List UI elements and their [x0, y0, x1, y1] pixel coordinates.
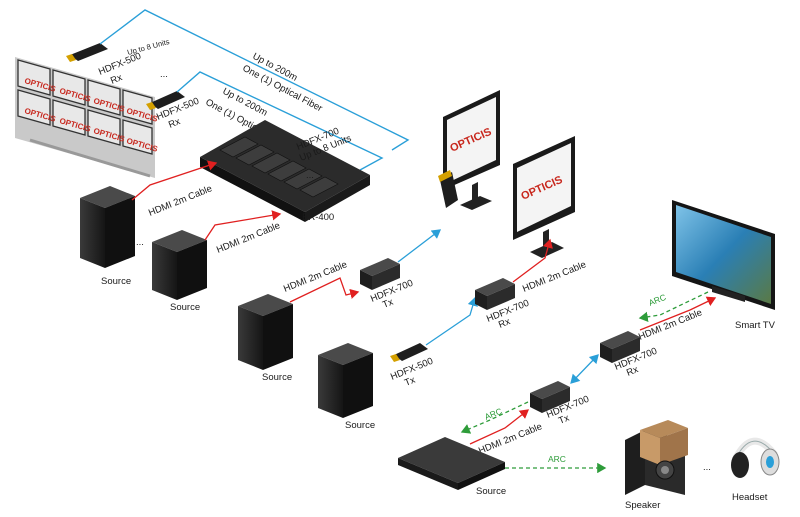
source-tower-c	[238, 294, 293, 370]
br400-label: BR-400	[302, 212, 334, 223]
fiber-line-c	[397, 229, 442, 263]
source-b-label: Source	[170, 302, 200, 313]
arc-line-1	[638, 291, 709, 322]
dots-top: ...	[160, 69, 168, 80]
rx700-c-label-2: Rx	[497, 316, 512, 331]
source-d-label: Source	[345, 420, 375, 431]
optical-fiber-lines	[99, 9, 410, 171]
hdmi-d-label: HDMI 2m Cable	[521, 259, 588, 295]
hdmi-line-e	[639, 296, 717, 331]
dots-sources: ...	[136, 237, 144, 248]
speaker-label: Speaker	[625, 500, 660, 511]
arc-line-2	[460, 401, 529, 434]
hdmi-f-label: HDMI 2m Cable	[477, 421, 544, 457]
tx700-e-label-2: Tx	[557, 413, 571, 427]
source-tower-b	[152, 230, 207, 300]
hdfx500-rx-dongle-mid	[146, 91, 185, 110]
hdmi-line-a	[131, 160, 218, 201]
monitor-2: OPTICIS	[513, 136, 575, 258]
dots-rack: ...	[306, 170, 314, 181]
speaker	[625, 420, 688, 495]
rx500-top-label-2: Rx	[109, 72, 124, 87]
tx700-c-label-2: Tx	[381, 297, 395, 311]
source-tower-a	[80, 186, 135, 268]
fiber-line-d	[425, 296, 478, 346]
hdmi-e-label: HDMI 2m Cable	[637, 307, 704, 343]
tx500-d-label-2: Tx	[403, 375, 417, 389]
hdfx700-rx-d	[475, 278, 515, 310]
rx700-e-label-2: Rx	[625, 364, 640, 379]
smart-tv	[672, 200, 775, 310]
hdfx500-dongle-monitor	[438, 170, 458, 208]
source-e-label: Source	[476, 486, 506, 497]
source-a-label: Source	[101, 276, 131, 287]
hdmi-b-label: HDMI 2m Cable	[215, 220, 282, 256]
source-box	[398, 437, 505, 490]
hdfx700-tx-c	[360, 258, 400, 290]
arc-1-label: ARC	[647, 292, 667, 308]
hdfx700-rx-e	[600, 331, 640, 363]
hdfx700-tx-e	[530, 381, 570, 413]
headset-label: Headset	[732, 492, 768, 503]
headset	[731, 437, 780, 478]
hdmi-a-label: HDMI 2m Cable	[147, 183, 214, 219]
up-to-8-units-label: Up to 8 Units	[126, 37, 170, 57]
hdmi-line-c	[289, 277, 360, 303]
source-tower-d	[318, 343, 373, 418]
hdmi-line-d	[512, 238, 553, 283]
source-c-label: Source	[262, 372, 292, 383]
hdfx500-tx-dongle	[390, 343, 428, 362]
br400-rack	[200, 120, 370, 222]
monitor-1: OPTICIS	[443, 90, 500, 210]
hdmi-line-f	[469, 409, 530, 445]
dots-audio: ...	[703, 462, 711, 473]
rx500-mid-label-2: Rx	[167, 116, 182, 131]
arc-3-label: ARC	[548, 454, 566, 464]
hdmi-line-b	[204, 210, 282, 241]
fiber-line-e	[570, 354, 599, 384]
smart-tv-label: Smart TV	[735, 320, 776, 331]
hdfx500-rx-dongle-top	[66, 43, 108, 62]
video-wall: OPTICIS OPTICIS OPTICIS OPTICIS OPTICIS …	[15, 57, 159, 178]
arc-2-label: ARC	[483, 406, 503, 422]
